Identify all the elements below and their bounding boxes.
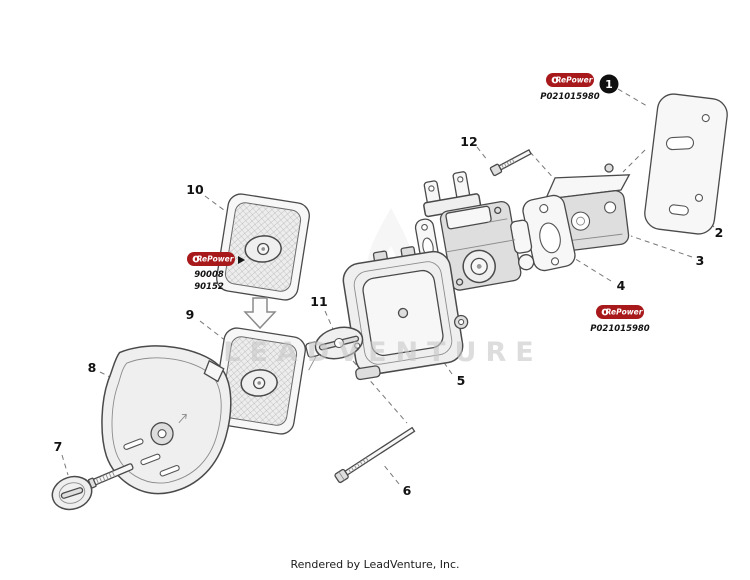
pointer-icon [238, 256, 245, 264]
air-cleaner-cover-part-8 [101, 345, 232, 495]
part-number-label: 90152 [194, 282, 224, 292]
air-filter-part-10 [216, 193, 310, 301]
bolt-part-6 [334, 426, 416, 484]
callout-10[interactable]: 10 [186, 182, 204, 197]
watermark-text: LEADVENTURE [223, 337, 542, 368]
air-filter-part-9 [212, 327, 306, 435]
muffler-nut [604, 163, 614, 173]
part-number-label: P021015980 [540, 92, 600, 102]
part-number-label: 90008 [194, 270, 224, 280]
repower-badge-left: RePower 90008 90152 [187, 252, 245, 292]
callout-2[interactable]: 2 [715, 225, 724, 240]
carburetor-part [423, 171, 535, 291]
footer-credit: Rendered by LeadVenture, Inc. [290, 558, 459, 571]
brand-label: RePower [606, 308, 644, 317]
knob-part-7 [51, 475, 93, 511]
callout-3[interactable]: 3 [696, 253, 705, 268]
callout-6[interactable]: 6 [403, 483, 412, 498]
callout-7[interactable]: 7 [54, 439, 63, 454]
callout-4[interactable]: 4 [617, 278, 626, 293]
air-filter-case-part-5 [342, 246, 469, 381]
callout-5[interactable]: 5 [457, 373, 466, 388]
callout-12[interactable]: 12 [460, 134, 477, 149]
gasket-part-2 [644, 93, 728, 235]
assembly-arrow-down [243, 297, 277, 330]
callout-11[interactable]: 11 [310, 294, 327, 309]
callout-9[interactable]: 9 [186, 307, 195, 322]
repower-badge-right: RePower P021015980 [590, 305, 650, 334]
gasket-part-4 [522, 194, 576, 272]
part-number-label: P021015980 [590, 324, 650, 334]
svg-text:1: 1 [605, 78, 613, 91]
brand-label: RePower [556, 76, 594, 85]
callout-8[interactable]: 8 [88, 360, 97, 375]
callout-1[interactable]: 1 [599, 74, 619, 94]
brand-label: RePower [197, 255, 235, 264]
repower-badge-top: RePower P021015980 [540, 73, 600, 102]
bolt-part-12 [489, 148, 532, 177]
choke-plate-part-11 [305, 326, 364, 371]
cover-screw [87, 463, 134, 489]
